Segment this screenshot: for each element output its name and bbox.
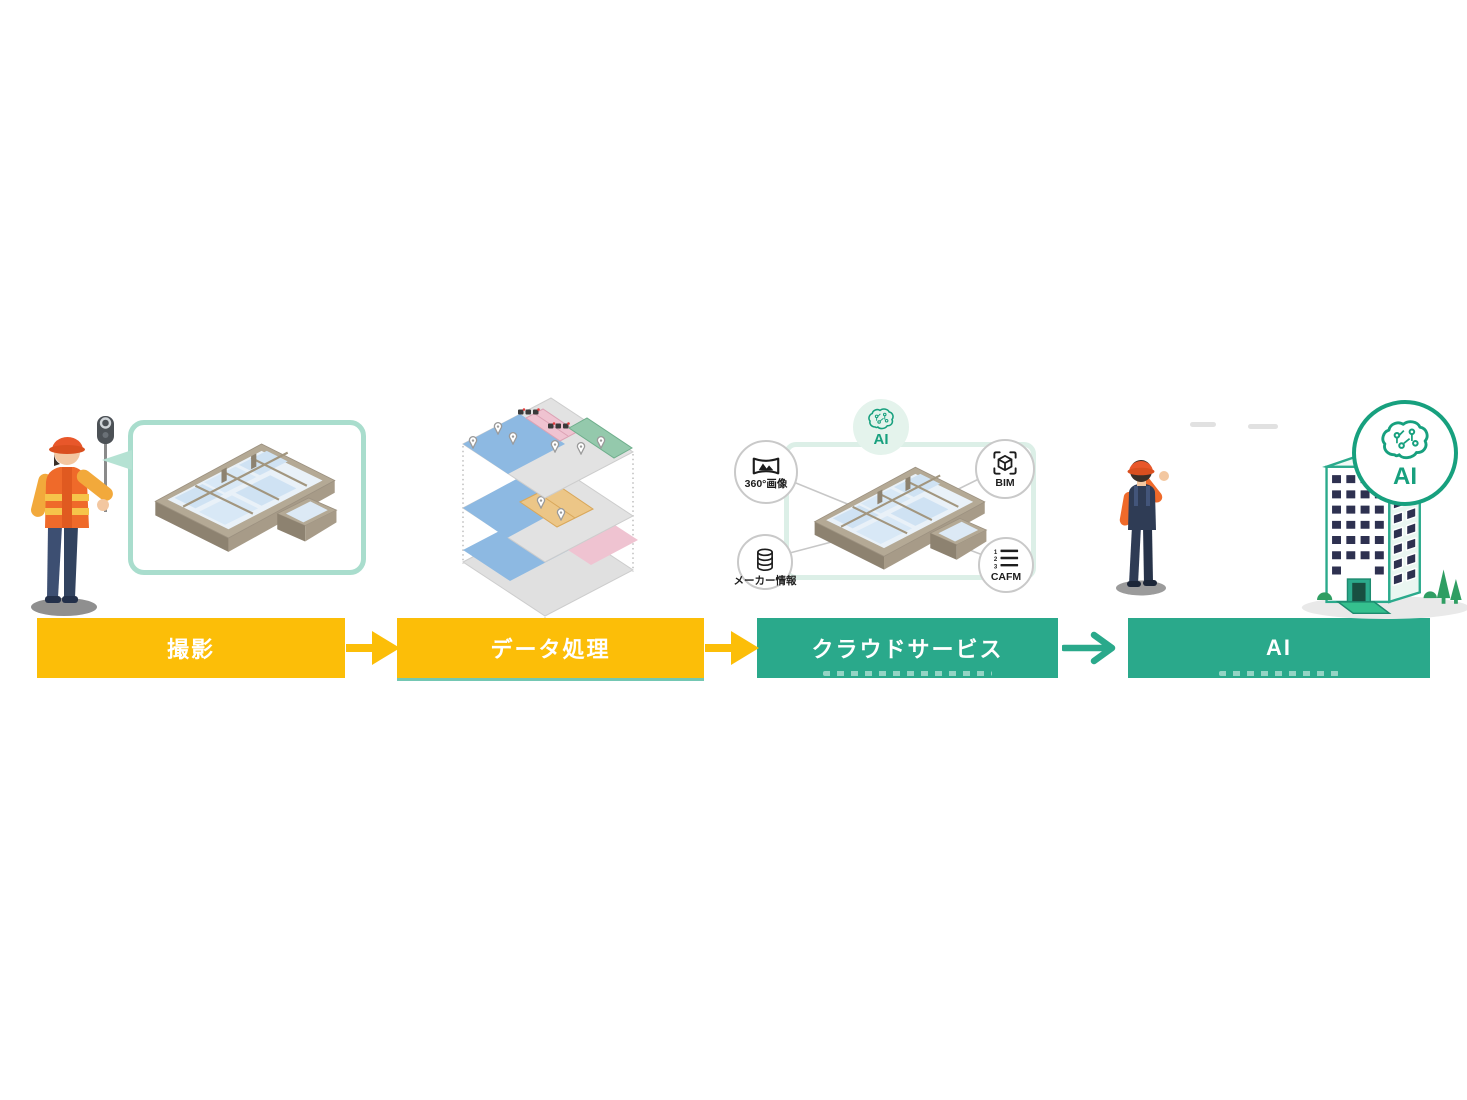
3d-floor-model-illustration <box>141 430 356 565</box>
ai-badge-label: AI <box>1393 462 1417 490</box>
cloud-boundary-box <box>784 442 1036 580</box>
cropped-text-remnant <box>823 671 992 676</box>
layered-floorplans-illustration <box>462 397 638 618</box>
cloud-node-360-label: 360°画像 <box>744 477 788 490</box>
brain-circuit-icon <box>865 407 897 432</box>
ai-badge: AI <box>1352 400 1458 506</box>
numbered-list-icon: 1 2 3 <box>994 549 1019 570</box>
speech-bubble-frame <box>128 420 366 575</box>
arrow-right-icon <box>346 631 400 665</box>
step-banner-cloud-service: クラウドサービス <box>757 618 1058 678</box>
worker-with-360-camera-illustration <box>12 410 142 622</box>
database-icon <box>754 547 776 573</box>
step-banner-ai: AI <box>1128 618 1430 678</box>
list-digit: 2 <box>994 557 998 563</box>
panorama-icon <box>751 455 781 477</box>
list-digit: 3 <box>994 564 998 570</box>
worker-back-illustration <box>1108 442 1178 600</box>
cloud-node-maker-info: メーカー情報 <box>734 534 797 590</box>
cloud-service-diagram: AI 360°画像 BIM メーカー情報 1 2 3 CAFM <box>712 392 1067 612</box>
cloud-node-360-image: 360°画像 <box>734 440 798 504</box>
step-banner-photography: 撮影 <box>37 618 345 678</box>
cloud-node-ai: AI <box>853 399 909 455</box>
arrow-right-icon <box>705 631 759 665</box>
arrow-right-icon <box>1062 631 1116 665</box>
cropped-text-remnant <box>1218 671 1340 676</box>
step-banner-ai-label: AI <box>1266 635 1292 660</box>
step-banner-photography-label: 撮影 <box>166 637 215 662</box>
cloud-node-cafm: 1 2 3 CAFM <box>978 537 1034 593</box>
cube-scan-icon <box>992 450 1018 476</box>
brain-circuit-icon <box>1376 418 1434 464</box>
step-banner-data-processing-label: データ処理 <box>490 637 611 662</box>
cloud-node-ai-label: AI <box>873 431 889 448</box>
cloud-node-bim: BIM <box>975 439 1035 499</box>
speech-bubble-pointer <box>102 450 132 470</box>
3d-floor-model-illustration <box>808 454 998 582</box>
step-banner-data-processing: データ処理 <box>397 618 704 678</box>
artifact-mark <box>1190 422 1216 427</box>
list-digit: 1 <box>994 550 998 556</box>
cloud-node-cafm-label: CAFM <box>990 570 1022 583</box>
cloud-node-maker-label: メーカー情報 <box>733 575 797 587</box>
artifact-mark <box>1248 424 1278 429</box>
cloud-node-bim-label: BIM <box>995 476 1015 489</box>
step-banner-cloud-service-label: クラウドサービス <box>811 637 1004 662</box>
